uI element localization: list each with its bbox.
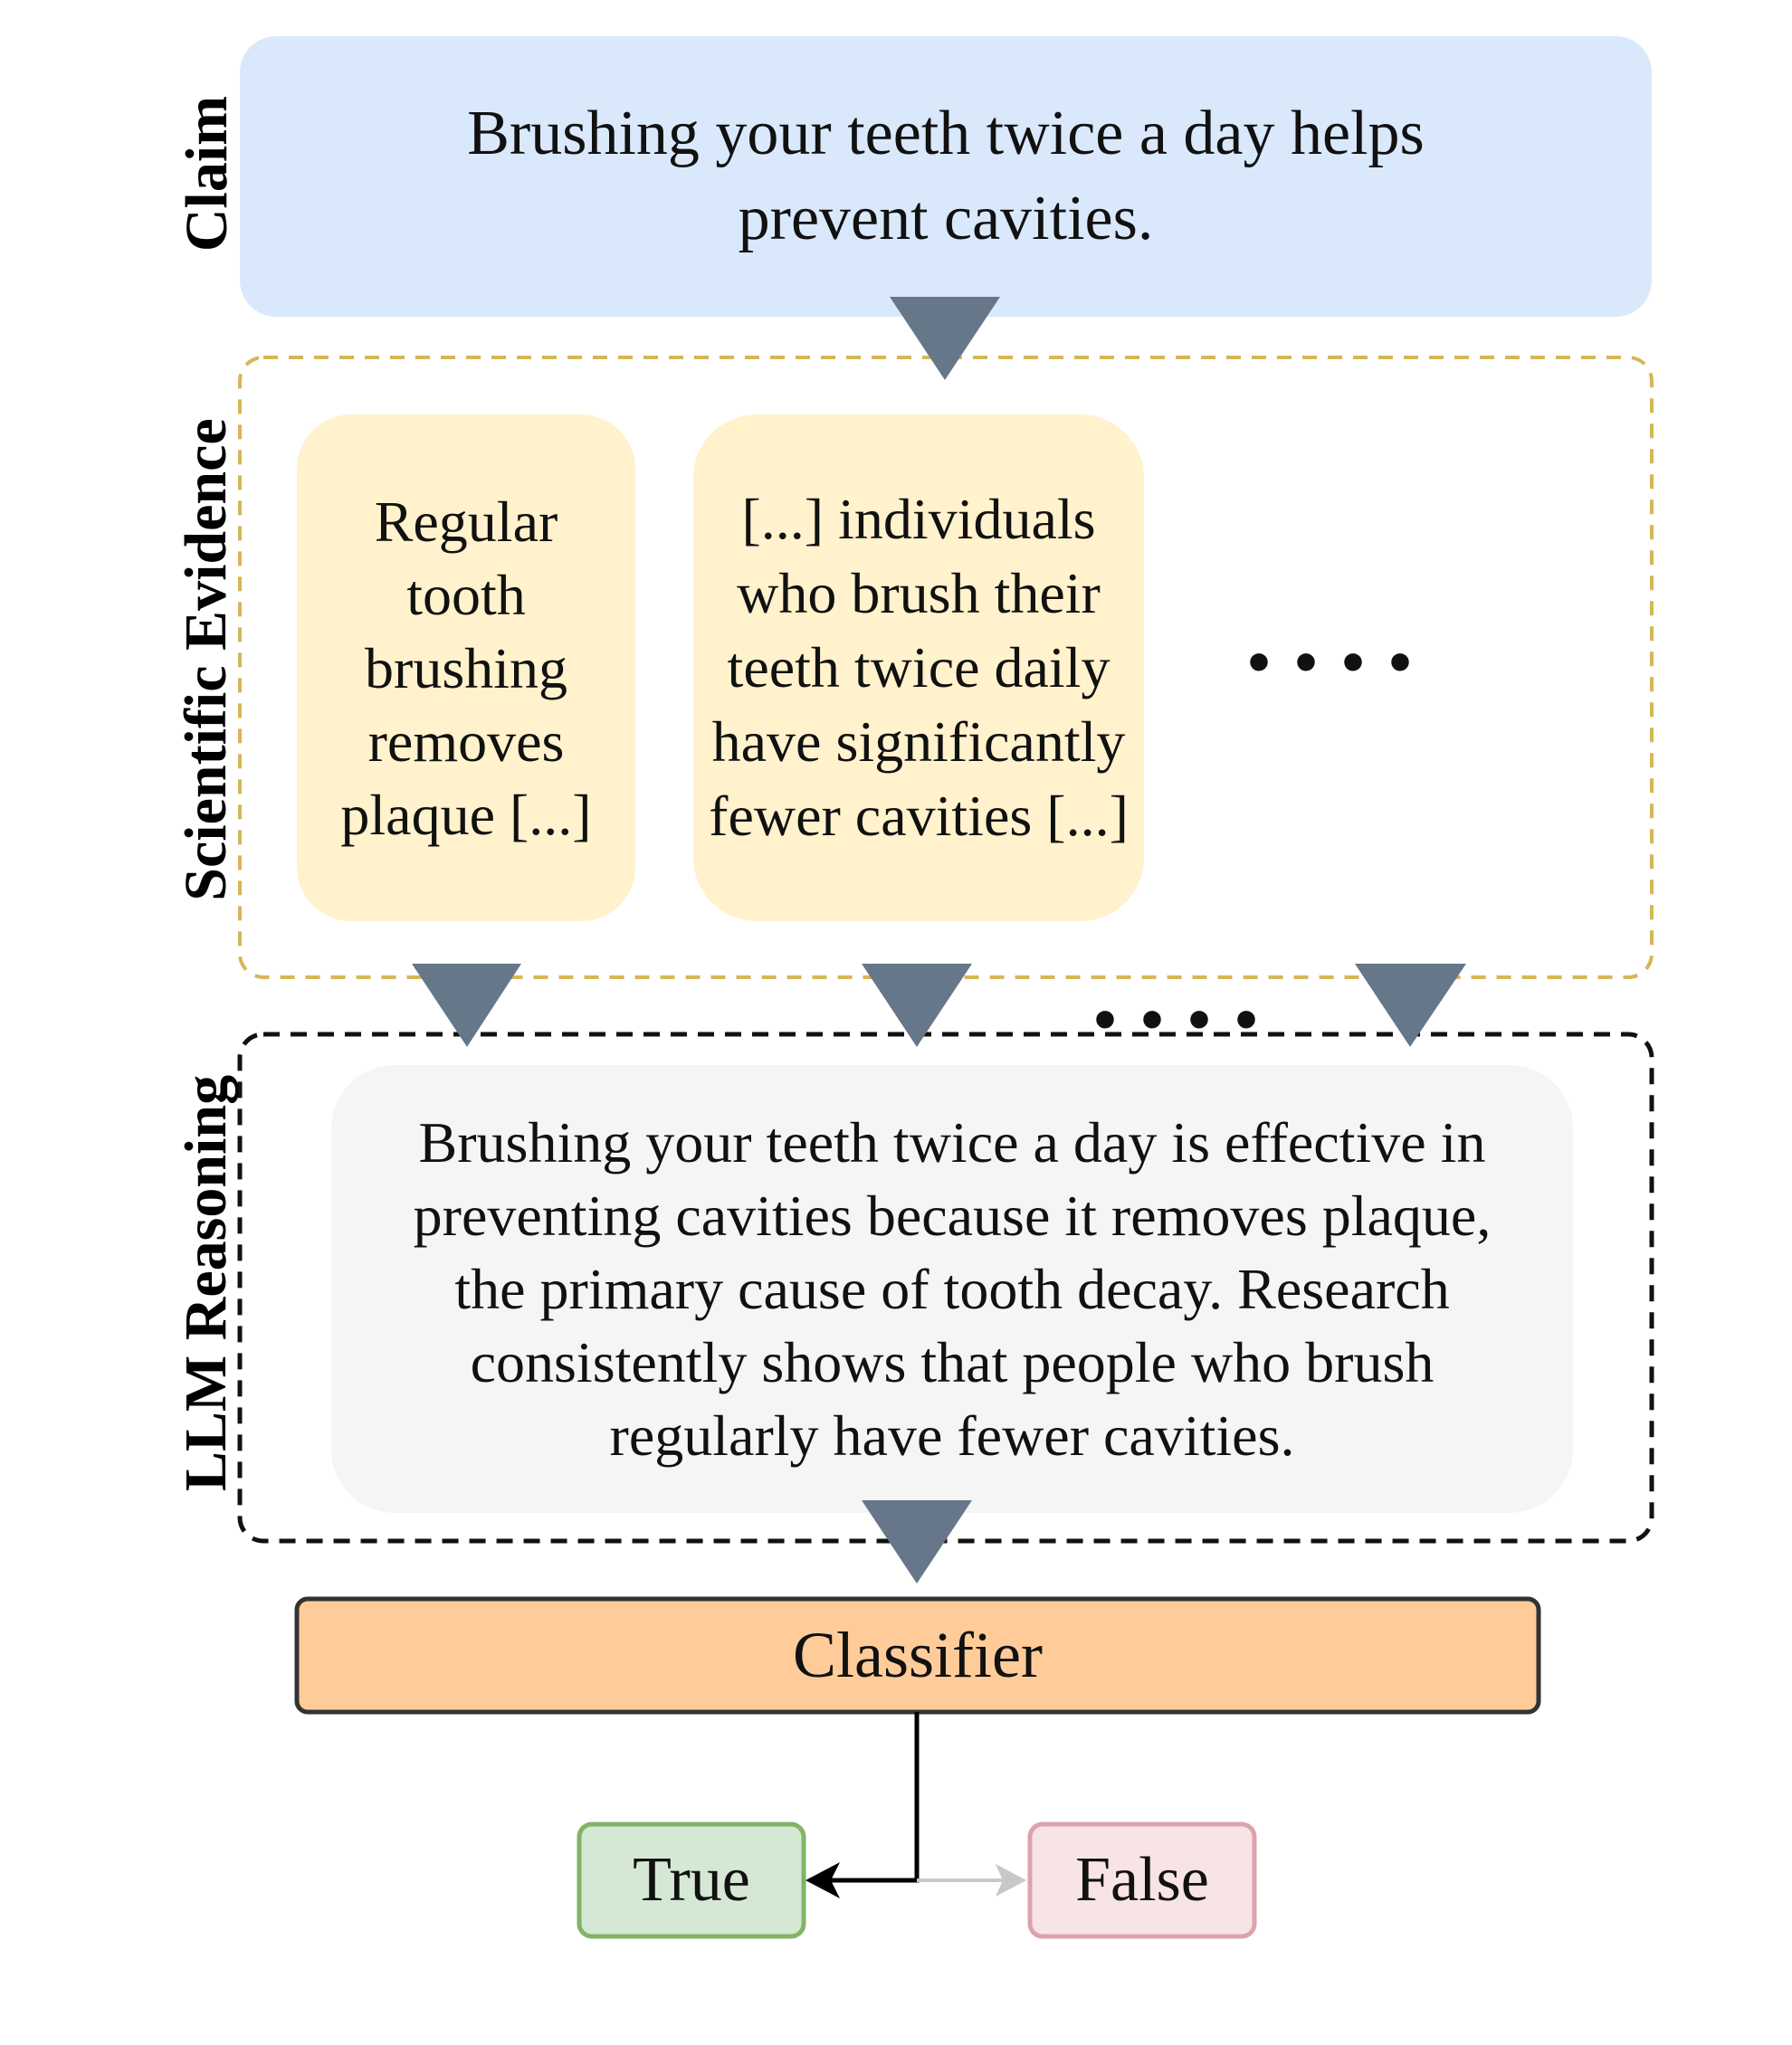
claim-label: Claim: [174, 95, 240, 252]
claim-box: [240, 36, 1652, 317]
classifier-label: Classifier: [793, 1619, 1043, 1691]
evidence-text-1: Regular tooth brushing removes plaque [.…: [340, 489, 592, 847]
arrow-evidence-n-to-reasoning: [1355, 964, 1466, 1047]
evidence-card-2: [693, 414, 1144, 921]
arrow-claim-to-evidence: [890, 297, 1000, 380]
true-arrowhead-icon: [805, 1862, 840, 1898]
reasoning-box: [331, 1065, 1573, 1513]
false-label: False: [1075, 1845, 1209, 1915]
reasoning-text: Brushing your teeth twice a day is effec…: [413, 1110, 1492, 1468]
claim-text: Brushing your teeth twice a day helps pr…: [467, 99, 1425, 253]
evidence-label: Scientific Evidence: [173, 418, 239, 901]
evidence-ellipsis: ....: [1245, 573, 1434, 693]
arrow-evidence-2-to-reasoning: [862, 964, 972, 1047]
evidence-card-1: [297, 414, 635, 921]
connector-to-true: [815, 1712, 920, 1883]
false-box: [1027, 1821, 1257, 1939]
arrow-evidence-1-to-reasoning: [412, 964, 521, 1047]
false-arrowhead-icon: [996, 1864, 1026, 1897]
arrow-reasoning-to-classifier: [862, 1500, 972, 1584]
reasoning-container: [237, 1032, 1654, 1544]
reasoning-label: LLM Reasoning: [173, 1074, 239, 1492]
true-box: [577, 1821, 806, 1939]
true-label: True: [633, 1845, 750, 1915]
reasoning-ellipsis: ....: [1091, 930, 1280, 1051]
evidence-text-2: [...] individuals who brush their teeth …: [709, 487, 1129, 848]
